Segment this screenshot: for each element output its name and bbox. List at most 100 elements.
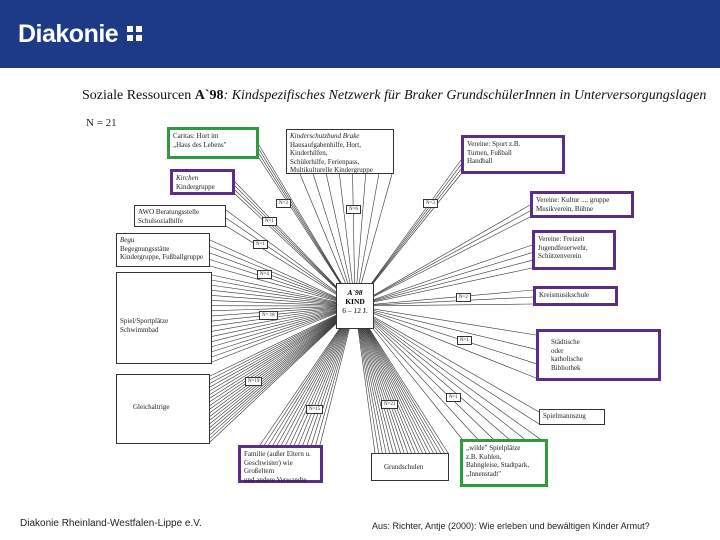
connector-line <box>234 185 353 304</box>
connector-line <box>358 306 537 336</box>
n-label-awo: N=1 <box>262 217 277 226</box>
slide-title: Soziale Ressourcen A`98: Kindspezifische… <box>82 88 706 104</box>
node-kinderschutzbund: Kinderschutzbund Brake Hausaufgabenhilfe… <box>286 129 394 174</box>
node-center-kind: A`98 KIND 6 – 12 J. <box>336 283 374 329</box>
n-label-spielmannszug: N=1 <box>446 393 461 402</box>
connector-line <box>356 308 463 440</box>
connector-line <box>211 290 353 306</box>
node-grundschulen: Grundschulen <box>371 453 449 481</box>
connector-line <box>272 308 354 446</box>
connector-line <box>355 173 380 304</box>
connector-line <box>358 210 531 305</box>
connector-line <box>209 307 353 413</box>
connector-line <box>209 307 353 395</box>
connector-line <box>355 308 379 454</box>
n-label-kreismusikschule: N=2 <box>456 293 471 302</box>
n-label-sport: N=3 <box>423 199 438 208</box>
connector-line <box>225 225 353 305</box>
connector-line <box>289 308 354 446</box>
node-bibliothek: Städtische oder katholische Bibliothek <box>536 329 661 381</box>
connector-line <box>209 252 353 306</box>
node-spielmannszug: Spielmannszug <box>539 409 605 425</box>
connector-line <box>211 306 353 342</box>
connector-line <box>355 308 387 454</box>
node-gleichaltrige: Gleichaltrige <box>116 374 210 444</box>
title-suffix: : Kindspezifisches Netzwerk für Braker G… <box>223 88 707 103</box>
connector-line <box>209 308 353 439</box>
title-bold: A`98 <box>194 88 224 103</box>
connector-line <box>211 306 353 327</box>
connector-line <box>211 306 353 322</box>
footer-source: Aus: Richter, Antje (2000): Wie erleben … <box>372 521 650 531</box>
connector-line <box>357 308 478 440</box>
connector-line <box>209 307 353 384</box>
node-familie: Familie (außer Eltern u. Geschwister) wi… <box>238 445 323 484</box>
footer-organization: Diakonie Rheinland-Westfalen-Lippe e.V. <box>20 518 202 529</box>
connector-line <box>264 308 354 446</box>
node-caritas: Caritas: Hort im „Haus des Lebens" <box>167 127 259 159</box>
node-spielplaetze: Spiel/Sportplätze Schwimmbad <box>116 272 212 364</box>
connector-line <box>352 173 356 304</box>
connector-line <box>209 265 353 306</box>
connector-line <box>355 308 405 454</box>
connector-line <box>358 303 534 307</box>
n-label-familie: N=15 <box>306 405 324 414</box>
connector-line <box>211 306 353 358</box>
connector-line <box>311 308 355 446</box>
n-label-grundschulen: N=21 <box>381 400 399 409</box>
title-prefix: Soziale Ressourcen <box>82 88 195 103</box>
connector-line <box>258 149 354 304</box>
connector-line <box>209 308 353 424</box>
n-label-kirchen: N=3 <box>276 199 291 208</box>
connector-line <box>276 308 354 446</box>
connector-line <box>356 308 438 454</box>
n-label-begu: N=1 <box>253 240 268 249</box>
connector-line <box>356 164 462 304</box>
node-vereine-kultur: Vereine: Kultur ..., gruppe Musikverein,… <box>530 191 634 218</box>
connector-line <box>358 267 533 306</box>
connector-line <box>211 305 353 317</box>
connector-line <box>355 308 416 454</box>
connector-line <box>358 244 533 306</box>
connector-line <box>357 308 509 440</box>
connector-line <box>355 308 383 454</box>
connector-line <box>211 306 353 353</box>
connector-line <box>357 308 494 440</box>
connector-line <box>209 307 353 377</box>
n-label-gleichaltrige: N=19 <box>245 377 263 386</box>
connector-line <box>234 193 353 304</box>
connector-line <box>234 181 353 304</box>
connector-line <box>211 306 353 337</box>
connector-line <box>302 308 355 446</box>
diakonie-logo-text: Diakonie <box>18 20 119 48</box>
connector-line <box>298 308 355 446</box>
connector-line <box>339 173 355 304</box>
connector-line <box>211 305 353 312</box>
connector-line <box>356 173 462 304</box>
connector-line <box>209 259 353 306</box>
node-vereine-sport: Vereine: Sport z.B. Turnen, Fußball Hand… <box>461 135 565 174</box>
connector-line <box>325 173 355 304</box>
connector-line <box>355 173 393 304</box>
node-kirchen: Kirchen Kindergruppe <box>170 169 235 195</box>
connector-line <box>268 308 354 446</box>
connector-line <box>312 173 355 304</box>
connector-line <box>211 295 353 307</box>
header-bar: Diakonie <box>0 0 720 68</box>
connector-line <box>209 308 353 435</box>
connector-line <box>356 308 441 454</box>
connector-line <box>358 308 541 440</box>
connector-line <box>294 308 355 446</box>
connector-line <box>209 239 353 305</box>
node-kreismusikschule: Kreismusikschule <box>533 286 618 306</box>
n-label-kinderschutzbund: N=6 <box>346 205 361 214</box>
node-vereine-freizeit: Vereine: Freizeit Jugendfeuerwehr, Schüt… <box>532 230 616 270</box>
connector-line <box>358 307 540 413</box>
connector-line <box>234 189 353 304</box>
connector-line <box>209 307 353 410</box>
connector-line <box>211 274 353 306</box>
connector-line <box>258 144 354 303</box>
connector-line <box>211 306 353 347</box>
connector-line <box>356 308 427 454</box>
connector-line <box>209 307 353 388</box>
